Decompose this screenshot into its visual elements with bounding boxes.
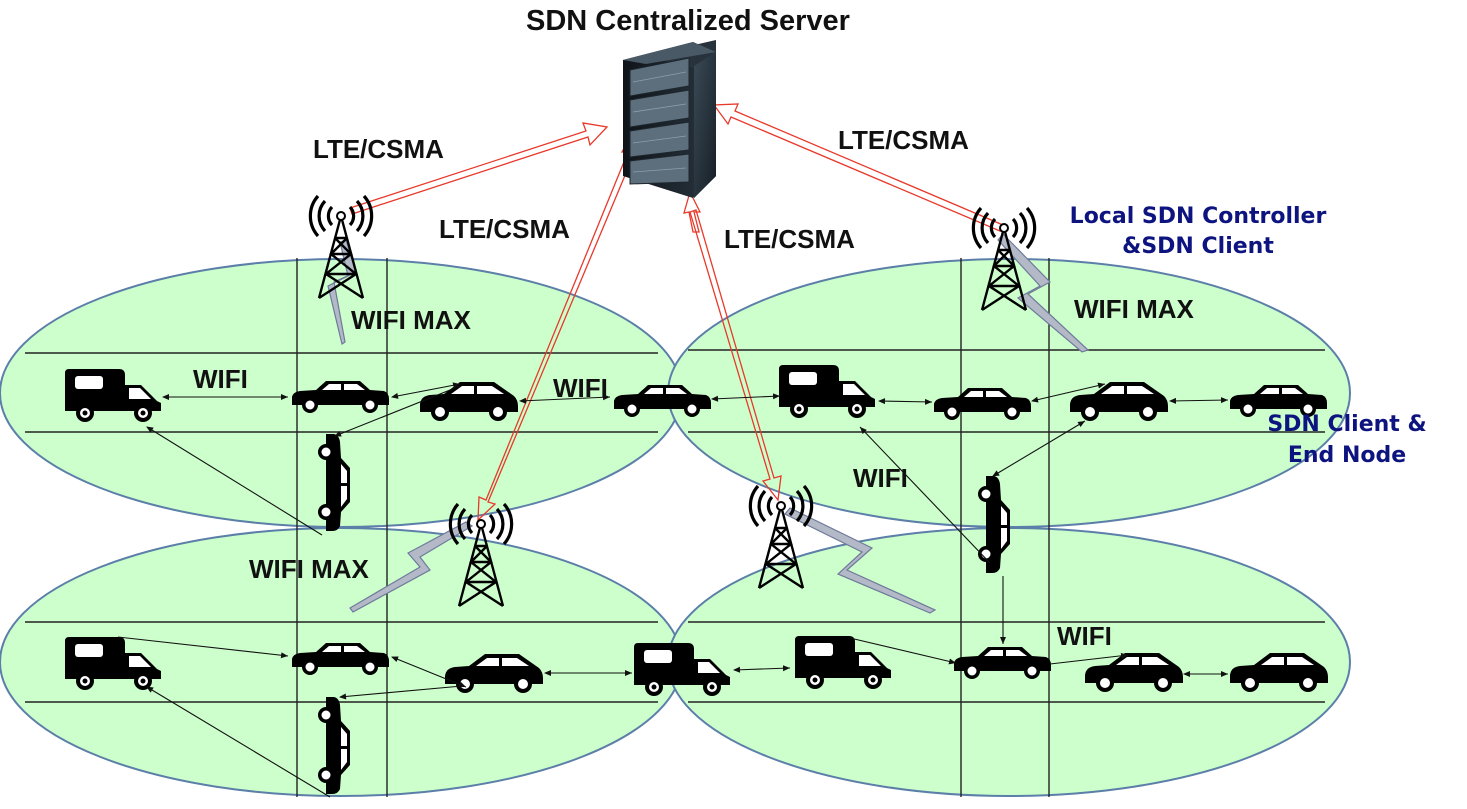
server-icon	[623, 40, 716, 198]
wifi-label-right-middle: WIFI	[853, 463, 908, 493]
v2v-links	[117, 382, 1229, 798]
local-controller-label: Local SDN Controller	[1070, 204, 1327, 229]
lte-link-top-left	[349, 122, 609, 215]
local-controller-label-line2: &SDN Client	[1122, 234, 1274, 259]
sdn-client-label: SDN Client &	[1267, 412, 1426, 437]
sdn-client-label-line2: End Node	[1288, 443, 1406, 468]
lte-label-upper-left: LTE/CSMA	[313, 134, 444, 164]
wifi-label-top-left-b: WIFI	[553, 373, 608, 403]
lte-label-upper-right: LTE/CSMA	[838, 125, 969, 155]
lte-links	[349, 103, 1004, 522]
wifi-max-label-top-right: WIFI MAX	[1074, 294, 1195, 324]
lte-link-bottom-right	[689, 209, 782, 502]
wifi-max-label-bottom-left: WIFI MAX	[249, 554, 370, 584]
lte-link-top-right	[712, 103, 1004, 232]
wifi-label-top-left-a: WIFI	[193, 364, 248, 394]
wifi-max-label-top-left: WIFI MAX	[351, 305, 472, 335]
clusters	[0, 258, 1351, 797]
lte-label-mid-right: LTE/CSMA	[724, 224, 855, 254]
lte-label-mid-left: LTE/CSMA	[439, 214, 570, 244]
diagram-title: SDN Centralized Server	[526, 5, 850, 37]
wifi-label-bottom-right: WIFI	[1057, 621, 1112, 651]
lte-link-bottom-left	[477, 151, 635, 522]
